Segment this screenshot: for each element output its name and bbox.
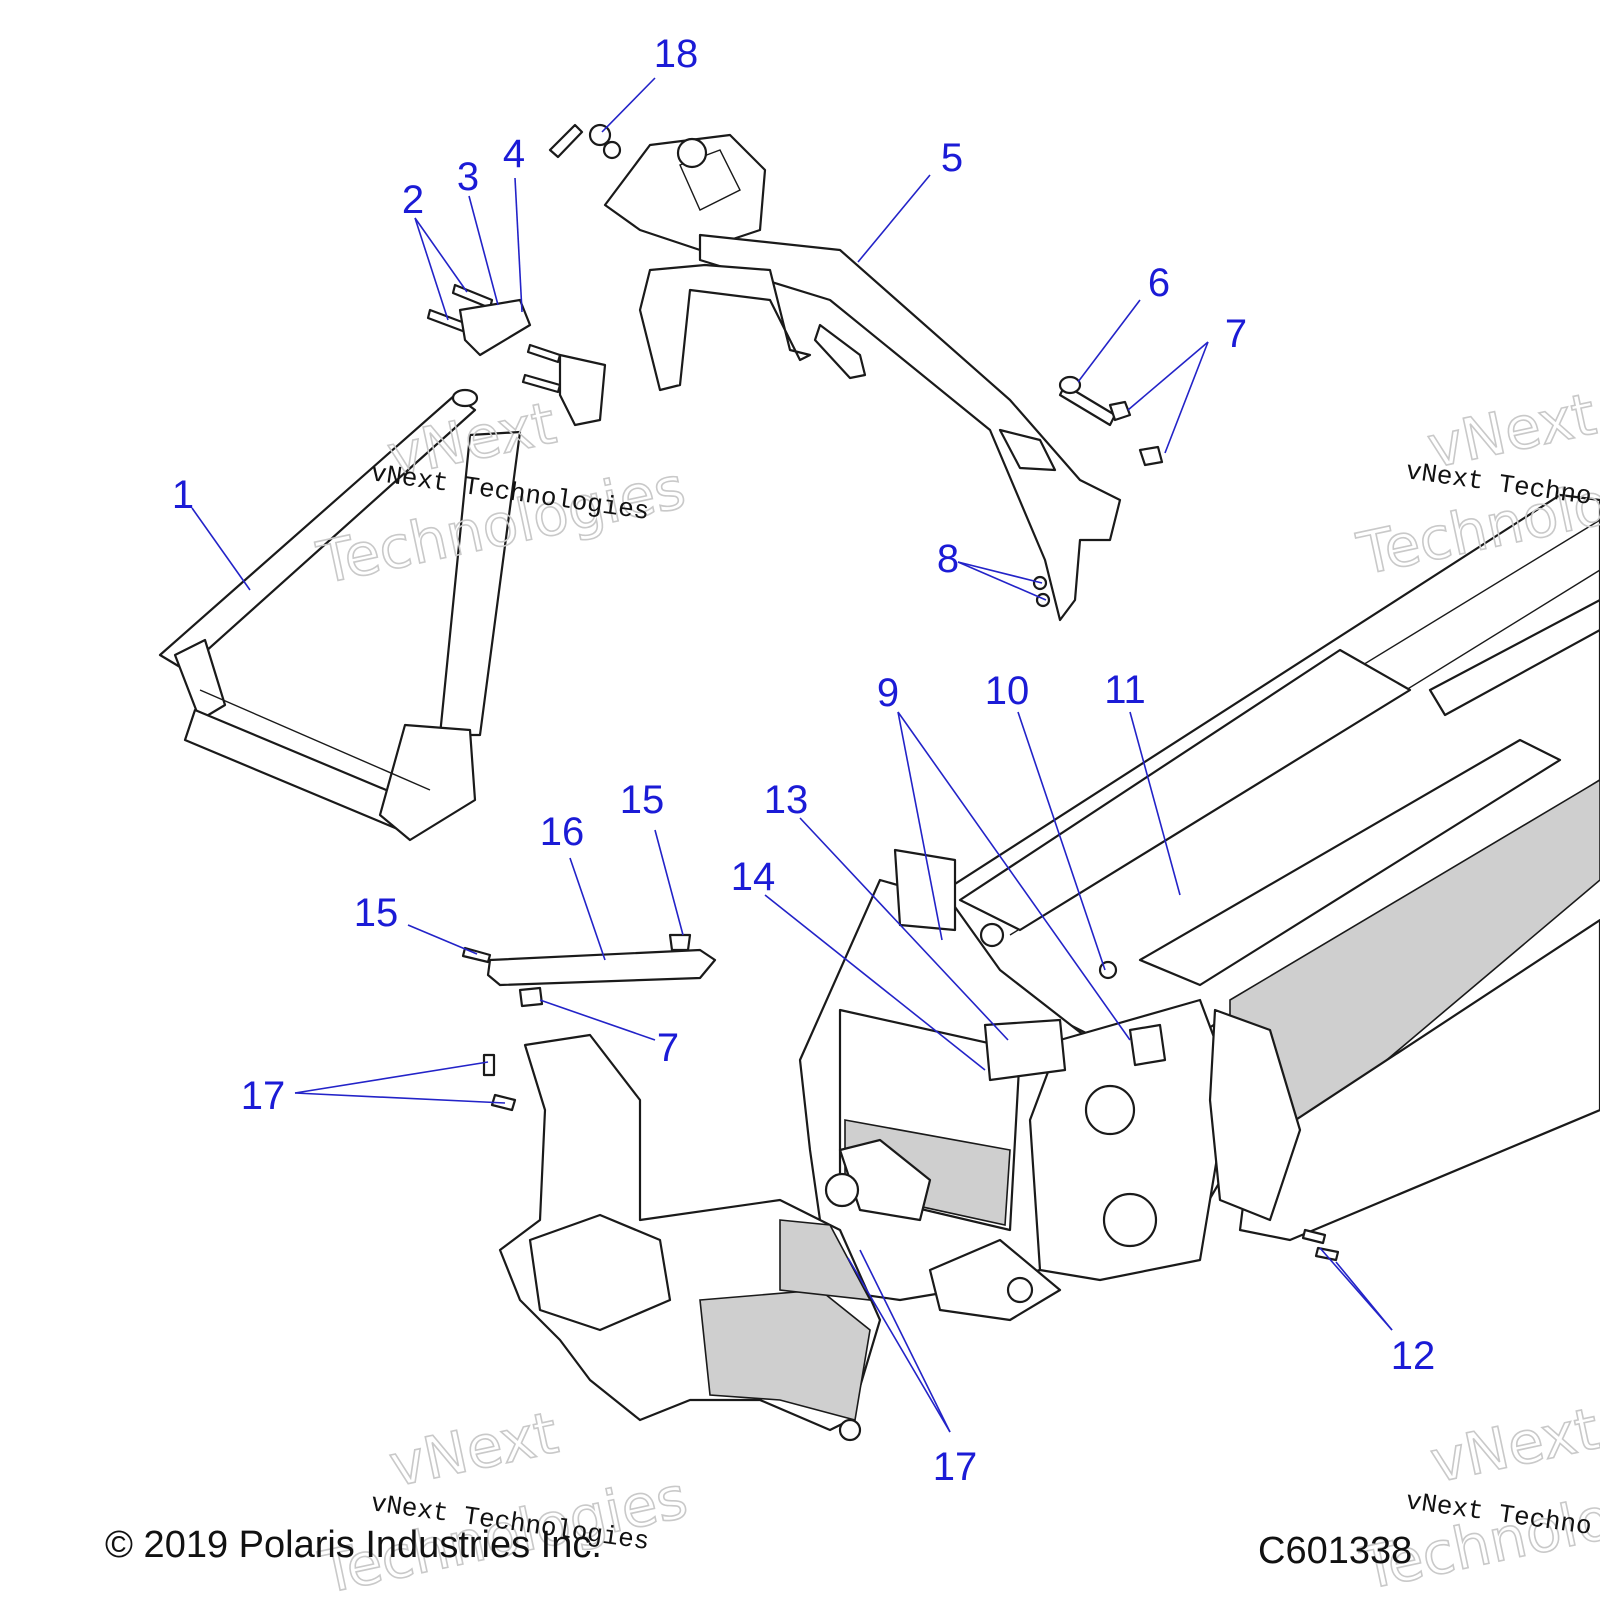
callout-10: 10 bbox=[985, 669, 1030, 713]
callout-4: 4 bbox=[503, 132, 525, 176]
callout-9: 9 bbox=[877, 671, 899, 715]
watermark-big-4a: vNext bbox=[1425, 1394, 1600, 1496]
chassis-bulkhead bbox=[498, 493, 1600, 1442]
callout-6: 6 bbox=[1148, 261, 1170, 305]
figure-code: C601338 bbox=[1258, 1530, 1412, 1572]
part-12-bolts bbox=[1301, 1228, 1340, 1262]
callout-numbers: 1 2 3 4 5 6 7 8 9 10 11 12 13 14 15 15 1… bbox=[172, 32, 1435, 1489]
callout-12: 12 bbox=[1391, 1334, 1436, 1378]
part-1-front-frame bbox=[158, 388, 522, 842]
callout-14: 14 bbox=[731, 855, 776, 899]
callout-13: 13 bbox=[764, 778, 809, 822]
callout-11: 11 bbox=[1104, 668, 1146, 712]
callout-18: 18 bbox=[654, 32, 699, 76]
callout-8: 8 bbox=[937, 537, 959, 581]
part-6-7-fasteners bbox=[1058, 375, 1164, 467]
callout-17-left: 17 bbox=[241, 1074, 286, 1118]
watermark-big-3a: vNext bbox=[384, 1399, 564, 1501]
leader-lines bbox=[191, 77, 1393, 1433]
part-5-steering-support bbox=[603, 133, 1122, 622]
callout-5: 5 bbox=[941, 136, 963, 180]
callout-16: 16 bbox=[540, 810, 585, 854]
callout-7-upper: 7 bbox=[1225, 312, 1247, 356]
callout-2: 2 bbox=[402, 178, 424, 222]
callout-1: 1 bbox=[172, 473, 194, 517]
part-16-link-rod bbox=[461, 933, 717, 1008]
part-2-3-4-bolts-brackets bbox=[426, 283, 607, 427]
copyright-text: © 2019 Polaris Industries Inc. bbox=[105, 1524, 602, 1566]
callout-7-lower: 7 bbox=[657, 1026, 679, 1070]
callout-17-bottom: 17 bbox=[933, 1445, 978, 1489]
callout-15-left: 15 bbox=[354, 891, 399, 935]
callout-15-right: 15 bbox=[620, 778, 665, 822]
part-18-clamp bbox=[548, 123, 622, 160]
callout-3: 3 bbox=[457, 155, 479, 199]
